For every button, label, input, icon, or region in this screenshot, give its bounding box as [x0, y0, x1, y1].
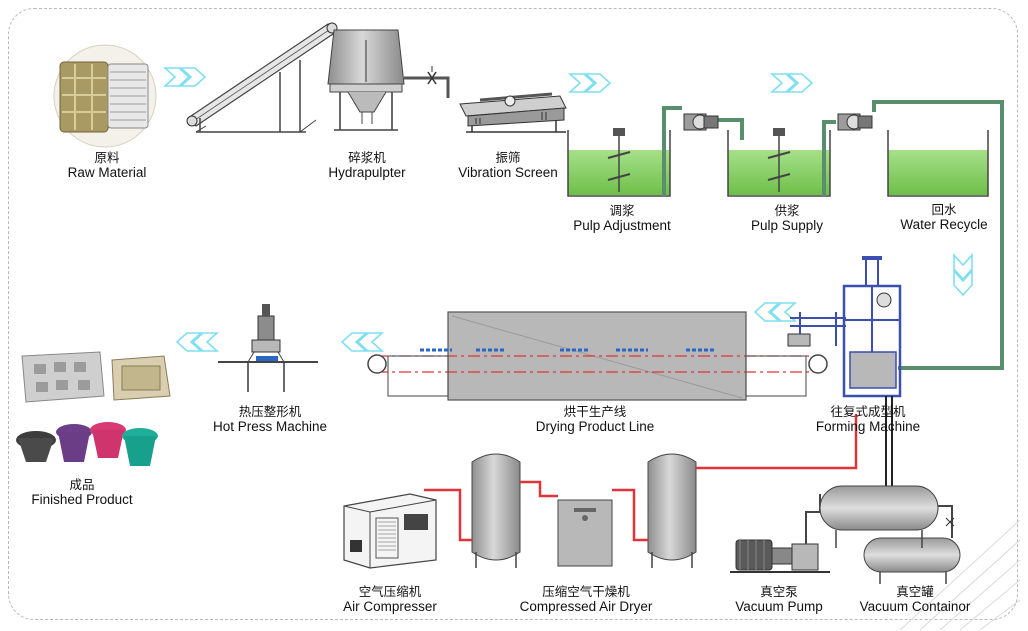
vibration-screen-icon	[459, 92, 567, 133]
air-receiver-tank-icon	[647, 453, 697, 568]
flow-arrow-icon	[771, 73, 813, 93]
flow-arrow-down-icon	[953, 254, 973, 296]
flow-arrow-icon	[164, 67, 206, 87]
pulp-adjustment-tank-icon	[567, 128, 671, 197]
water-recycle-tank-icon	[887, 130, 989, 197]
air-dryer-icon	[557, 499, 613, 567]
pulp-pipe	[662, 100, 1004, 370]
hydrapulpter-icon	[186, 22, 450, 133]
pump-icon	[837, 113, 873, 131]
pump-icon	[683, 113, 719, 131]
compressed-air-pipe	[424, 414, 858, 542]
diagram-frame	[8, 8, 1018, 620]
drying-line-icon	[367, 311, 828, 401]
hot-press-icon	[218, 304, 318, 392]
forming-machine-icon	[787, 256, 902, 490]
finished-product-icon	[16, 351, 171, 466]
vacuum-tank-icon	[819, 485, 961, 584]
raw-material-icon	[53, 44, 157, 148]
flow-arrow-icon	[569, 73, 611, 93]
air-compressor-icon	[343, 493, 437, 569]
flow-arrow-left-icon	[754, 302, 796, 322]
corner-hatching	[899, 519, 1021, 631]
flow-arrow-left-icon	[176, 332, 218, 352]
air-receiver-tank-icon	[471, 453, 521, 568]
flow-arrow-left-icon	[341, 332, 383, 352]
vacuum-pump-icon	[730, 494, 830, 573]
pulp-supply-tank-icon	[727, 128, 831, 197]
